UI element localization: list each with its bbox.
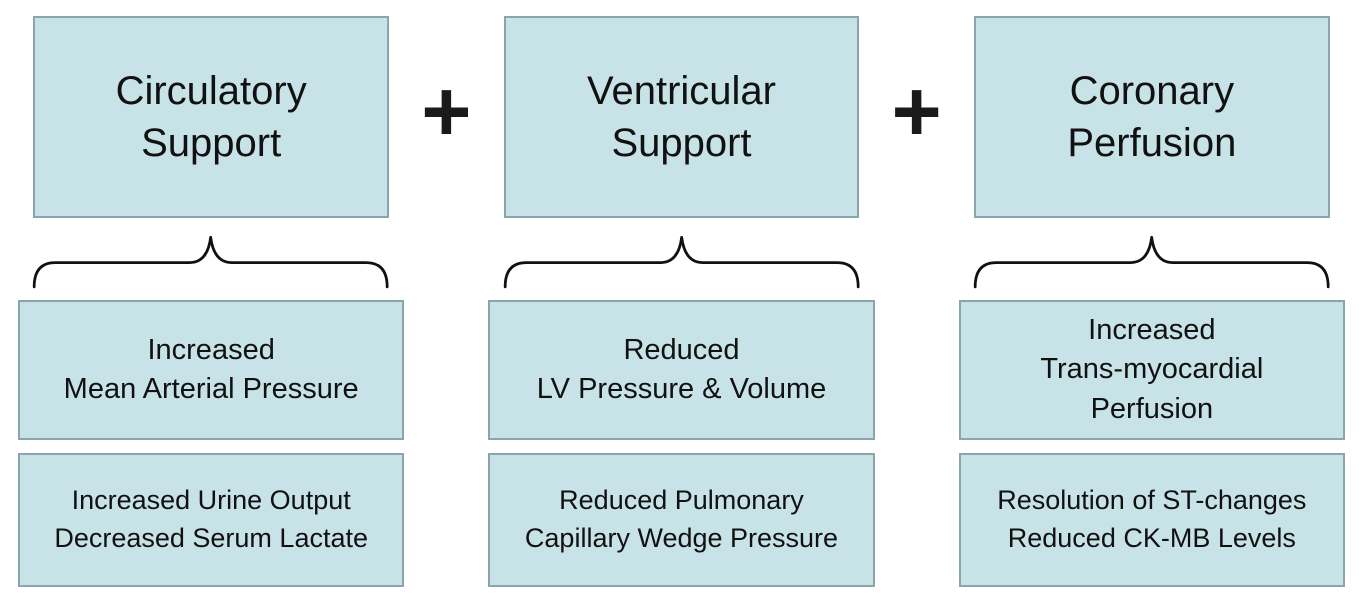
- plus-icon: +: [891, 64, 942, 160]
- clinical-markers-box-circulatory: Increased Urine Output Decreased Serum L…: [18, 453, 405, 587]
- brace-connector: [965, 232, 1339, 290]
- brace-connector: [494, 232, 868, 290]
- column-ventricular-support: Ventricular Support Reduced LV Pressure …: [488, 16, 875, 587]
- clinical-markers-box-coronary: Resolution of ST-changes Reduced CK-MB L…: [958, 453, 1345, 587]
- primary-effect-box-ventricular: Reduced LV Pressure & Volume: [488, 300, 875, 440]
- brace-connector: [24, 232, 398, 290]
- title-box-circulatory-support: Circulatory Support: [33, 16, 389, 218]
- column-circulatory-support: Circulatory Support Increased Mean Arter…: [18, 16, 405, 587]
- title-box-coronary-perfusion: Coronary Perfusion: [974, 16, 1330, 218]
- curly-brace-icon: [33, 235, 390, 289]
- plus-icon: +: [421, 64, 472, 160]
- support-mechanisms-diagram: Circulatory Support Increased Mean Arter…: [18, 16, 1345, 587]
- clinical-markers-box-ventricular: Reduced Pulmonary Capillary Wedge Pressu…: [488, 453, 875, 587]
- primary-effect-box-circulatory: Increased Mean Arterial Pressure: [18, 300, 405, 440]
- curly-brace-icon: [503, 235, 860, 289]
- primary-effect-box-coronary: Increased Trans-myocardial Perfusion: [958, 300, 1345, 440]
- curly-brace-icon: [973, 235, 1330, 289]
- column-coronary-perfusion: Coronary Perfusion Increased Trans-myoca…: [958, 16, 1345, 587]
- title-box-ventricular-support: Ventricular Support: [503, 16, 860, 218]
